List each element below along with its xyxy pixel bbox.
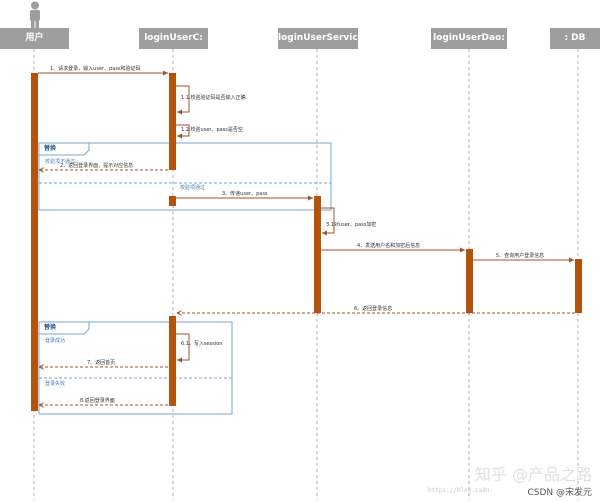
message-3-1-label: 3.1对user、pass加密 (326, 222, 377, 228)
alt-frame-2-guard-bottom: 登录失败 (45, 381, 66, 387)
message-4-label: 4、发送用户名和加密后信息 (357, 243, 421, 249)
message-1-1-arrow (176, 85, 190, 115)
activation-service (314, 196, 321, 313)
alt-frame-2-tab (38, 321, 90, 335)
zhihu-watermark: 知乎 @产品之路 (474, 465, 592, 484)
message-6-1-arrow (176, 333, 190, 363)
alt-frame-1-guard-top: 校验项不通过 (45, 159, 76, 165)
message-1-1-label: 1.1.校验验证码是否输入正确 (181, 95, 246, 101)
lifeline-header-controller: loginUserC: (139, 28, 208, 49)
message-1-2-arrow (176, 124, 190, 139)
url-watermark: https://blog.csdn. (428, 487, 494, 494)
activation-dao (466, 249, 473, 313)
activation-user (31, 73, 38, 411)
message-3-label: 3、传递user、pass (222, 191, 268, 197)
activation-controller-3 (169, 316, 176, 406)
message-1-label: 1、请求登录，输入user、pass和验证码 (50, 66, 141, 72)
message-5-label: 5、查询用户登录信息 (496, 253, 545, 259)
message-6-label: 6、返回登录信息 (354, 306, 393, 312)
actor-person-icon (30, 1, 40, 29)
message-2-label: 2、返回登录界面，提示对应信息 (60, 163, 134, 169)
csdn-credit: CSDN @宋发元 (527, 488, 592, 498)
alt-frame-2-tag: 替换 (44, 324, 57, 331)
alt-frame-1-guard-bottom: 校验项通过 (180, 185, 206, 191)
lifeline-header-dao: loginUserDao: (431, 28, 507, 49)
activation-db (575, 259, 582, 313)
message-6-1-label: 6.1、写入session (181, 341, 223, 347)
message-8-label: 8.返回登录界面 (80, 398, 115, 404)
lifeline-header-db: : DB (550, 28, 600, 49)
alt-frame-1-tag: 替换 (44, 145, 57, 152)
lifeline-header-service: loginUserService: (278, 28, 367, 49)
alt-frame-2-guard-top: 登录成功 (45, 338, 66, 344)
message-1-2-label: 1.2.校验user、pass是否空 (181, 127, 243, 133)
message-3-1-arrow (321, 207, 335, 236)
lifeline-header-user: 用户 (0, 28, 69, 49)
alt-frame-1-tab (38, 142, 90, 156)
activation-controller-2 (169, 196, 176, 206)
alt-frame-1 (38, 142, 332, 211)
activation-controller-1 (169, 73, 176, 170)
alt-frame-2 (38, 321, 233, 415)
message-7-label: 7、返回首页 (87, 360, 116, 366)
